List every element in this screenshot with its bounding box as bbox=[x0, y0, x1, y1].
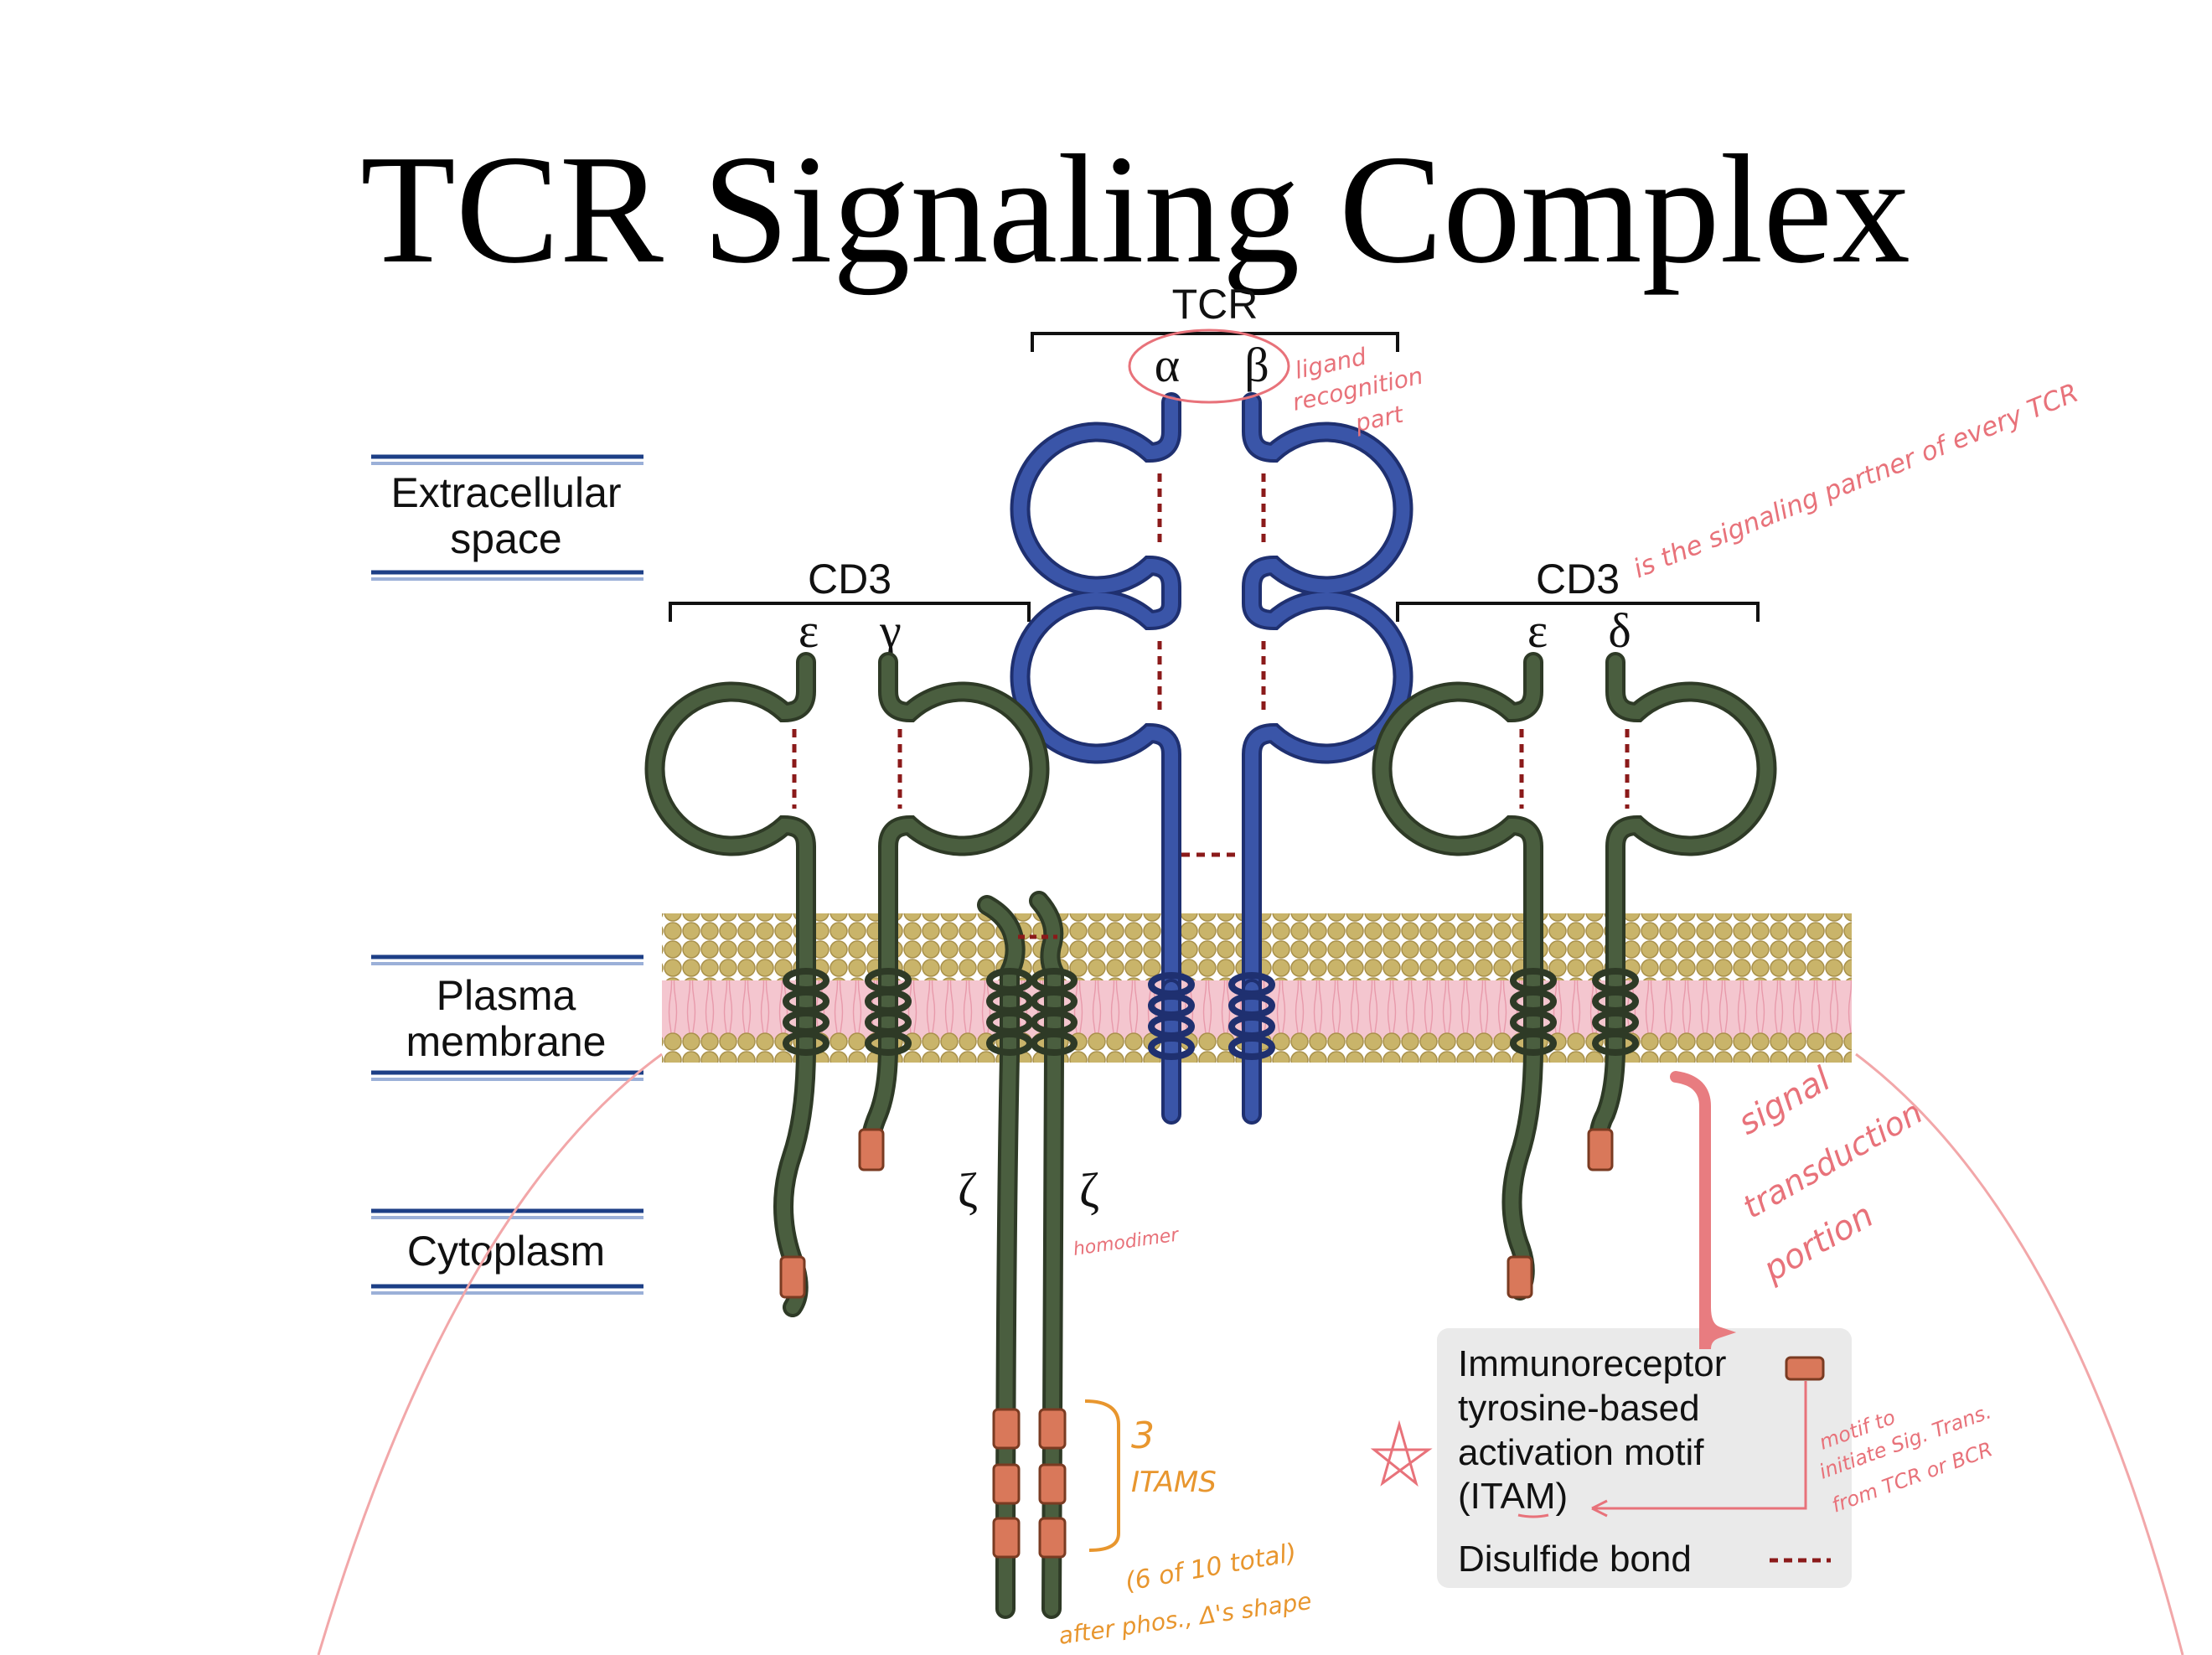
tcr-alpha-label: α bbox=[1155, 338, 1180, 392]
plasma-label-line1: Plasma bbox=[437, 972, 576, 1019]
tcr-beta-label: β bbox=[1244, 338, 1269, 392]
region-label-cytoplasm: Cytoplasm bbox=[371, 1208, 643, 1295]
region-label-extracellular: Extracellular space bbox=[371, 454, 643, 581]
legend-itam-line3: activation motif bbox=[1458, 1432, 1704, 1473]
cd3-right-bracket bbox=[1396, 602, 1760, 622]
slide-title: TCR Signaling Complex bbox=[360, 123, 1910, 296]
itams-word-note: ITAMS bbox=[1131, 1466, 1217, 1499]
legend-itam-swatch bbox=[1785, 1356, 1825, 1381]
legend-box: Immunoreceptor tyrosine-based activation… bbox=[1437, 1328, 1852, 1588]
after-phos-note: after phos., Δ's shape bbox=[1057, 1587, 1313, 1650]
right-curve-annotation bbox=[1855, 1052, 2184, 1655]
signal-transduction-bracket bbox=[1670, 1071, 1737, 1350]
cd3-right-epsilon-chain bbox=[1372, 652, 1557, 1301]
signaling-partner-note: is the signaling partner of every TCR bbox=[1630, 378, 2083, 585]
cd3-right-label: CD3 bbox=[1536, 556, 1620, 603]
cd3-right-epsilon-label: ε bbox=[1527, 603, 1548, 658]
itams-count-note: 3 bbox=[1131, 1415, 1155, 1457]
cd3-left-epsilon-chain bbox=[644, 652, 830, 1317]
itam-motifs bbox=[779, 1128, 1614, 1559]
itams-total-note: (6 of 10 total) bbox=[1123, 1539, 1299, 1597]
tcr-label: TCR bbox=[1172, 281, 1258, 328]
legend-disulfide-label: Disulfide bond bbox=[1458, 1539, 1692, 1580]
motif-arrow bbox=[1592, 1381, 1807, 1510]
extracellular-label-line2: space bbox=[450, 515, 561, 562]
zeta-left-label: ζ bbox=[958, 1163, 978, 1218]
alpha-beta-circle bbox=[1128, 328, 1290, 404]
cd3-right-delta-chain bbox=[1589, 652, 1777, 1158]
legend-itam-line4: (ITAM) bbox=[1458, 1476, 1568, 1517]
cd3-left-label: CD3 bbox=[808, 556, 892, 603]
cd3-right-delta-label: δ bbox=[1608, 603, 1631, 658]
star-icon bbox=[1370, 1420, 1433, 1487]
tcr-bracket bbox=[1031, 332, 1399, 352]
extracellular-label-line1: Extracellular bbox=[390, 469, 621, 516]
legend-itam-line1: Immunoreceptor bbox=[1458, 1343, 1726, 1384]
ligand-note-line3: part bbox=[1352, 400, 1407, 437]
legend-itam-line2: tyrosine-based bbox=[1458, 1388, 1700, 1429]
handwritten-orange-annotations: 3 ITAMS (6 of 10 total) after phos., Δ's… bbox=[1057, 1399, 1313, 1650]
left-curve-annotation bbox=[317, 1052, 663, 1655]
plasma-label-line2: membrane bbox=[406, 1018, 607, 1065]
cd3-left-gamma-chain bbox=[860, 652, 1050, 1166]
itam-underline bbox=[1517, 1513, 1549, 1518]
zeta-right-label: ζ bbox=[1079, 1163, 1099, 1218]
cd3-left-bracket bbox=[669, 602, 1031, 622]
tcr-disulfide-bonds bbox=[1157, 473, 1266, 857]
itam-bracket bbox=[1084, 1399, 1120, 1552]
cd3-left-gamma-label: γ bbox=[879, 603, 902, 658]
region-label-plasma-membrane: Plasma membrane bbox=[371, 954, 643, 1081]
tcr-beta-chain bbox=[1228, 392, 1414, 1125]
cd3-right-disulfide-bonds bbox=[1519, 729, 1630, 809]
homodimer-note: homodimer bbox=[1072, 1224, 1181, 1260]
cytoplasm-label: Cytoplasm bbox=[407, 1228, 605, 1275]
tcr-alpha-chain bbox=[1010, 392, 1195, 1125]
cd3-left-disulfide-bonds bbox=[792, 729, 902, 809]
cd3-left-epsilon-label: ε bbox=[798, 603, 819, 658]
signal-note-line1: signal bbox=[1732, 1060, 1837, 1143]
